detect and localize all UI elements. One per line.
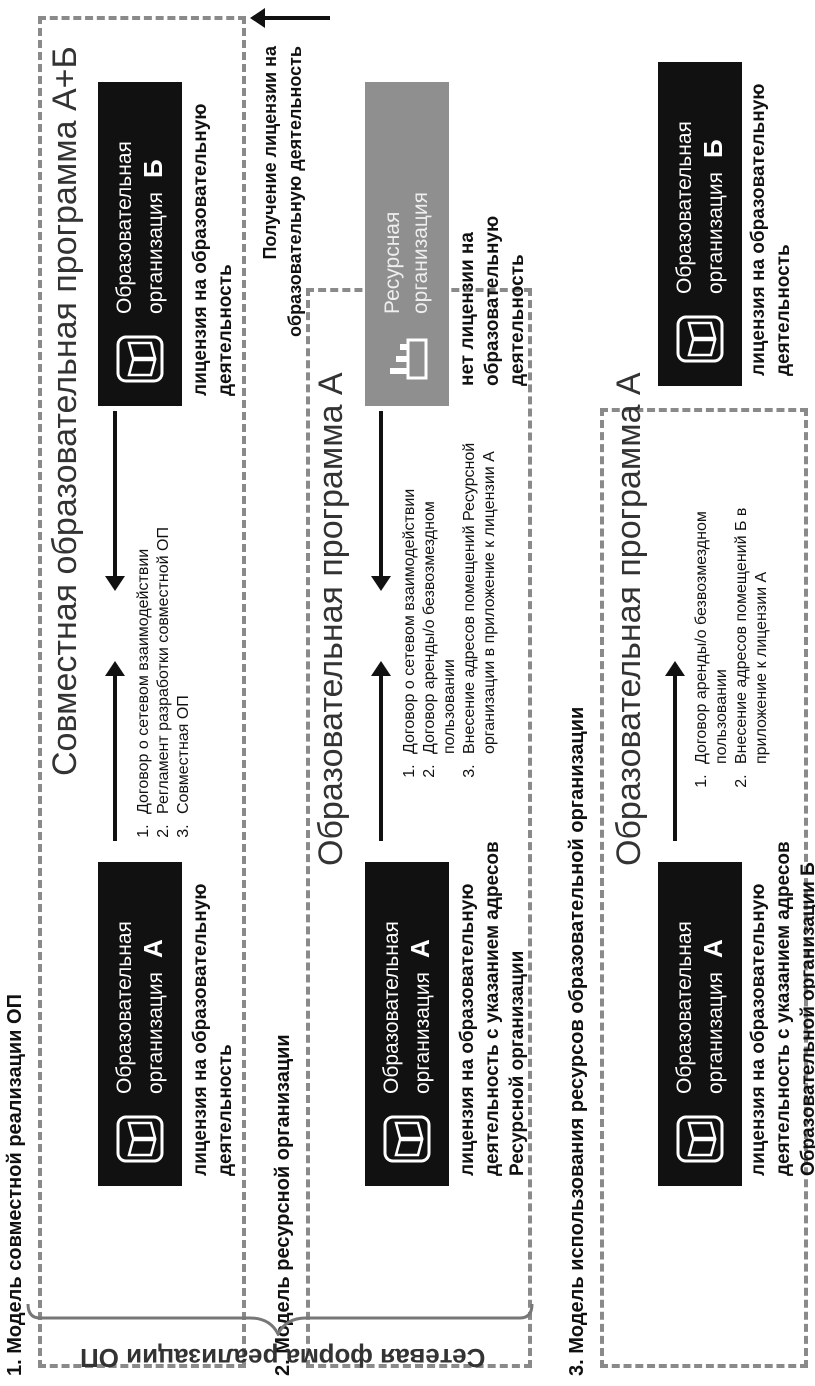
section1-left-note: лицензия на образовательную деятельность	[190, 883, 236, 1177]
resource-org-line1: Ресурсная	[381, 211, 404, 314]
network-form-group: Сетевая форма реализации ОП	[0, 1300, 815, 1386]
org-b-line1: Образовательная	[672, 121, 696, 294]
section2-item: Договор о сетевом взаимодействии	[400, 420, 420, 760]
section3-org-b: Образовательная организация Б	[658, 62, 742, 386]
section1-right-note: лицензия на образовательную деятельность	[190, 103, 236, 397]
arrow-up-icon	[250, 0, 335, 36]
section1-program-title: Совместная образовательная программа А+Б	[46, 46, 84, 776]
org-a-letter: А	[697, 939, 728, 958]
factory-icon	[378, 330, 436, 388]
section1-item: Совместная ОП	[174, 520, 194, 820]
book-icon	[111, 1110, 169, 1168]
org-b-line2: организация	[143, 191, 167, 314]
section3-item: Внесение адресов помещений Б в приложени…	[732, 430, 772, 770]
book-icon	[671, 1110, 729, 1168]
brace-icon	[26, 1303, 534, 1336]
section3-program-title: Образовательная программа А	[610, 372, 648, 866]
org-b-letter: Б	[697, 139, 728, 158]
book-icon	[671, 310, 729, 368]
org-a-letter: А	[137, 939, 168, 958]
org-a-line1: Образовательная	[379, 921, 403, 1094]
section2-right-note: нет лицензии на образовательную деятельн…	[457, 215, 528, 386]
section1-org-a: Образовательная организация А	[98, 862, 182, 1186]
section3-right-note: лицензия на образовательную деятельность	[748, 83, 794, 377]
arrow-right-icon	[660, 661, 695, 841]
org-a-line2: организация	[703, 971, 727, 1094]
book-icon	[111, 330, 169, 388]
arrow-right-icon	[366, 661, 401, 841]
org-a-line2: организация	[410, 971, 434, 1094]
section3-heading: 3. Модель использования ресурсов образов…	[566, 706, 588, 1376]
section2-item: Внесение адресов помещений Ресурсной орг…	[460, 420, 500, 760]
section2-program-title: Образовательная программа А	[312, 372, 350, 866]
org-a-line1: Образовательная	[112, 921, 136, 1094]
section2-left-note: лицензия на образовательную деятельность…	[457, 841, 528, 1176]
book-icon	[378, 1110, 436, 1168]
section1-items: Договор о сетевом взаимодействии Регламе…	[134, 520, 194, 846]
arrow-left-icon	[100, 411, 135, 591]
arrow-right-icon	[100, 661, 135, 841]
section1-item: Договор о сетевом взаимодействии	[134, 520, 154, 820]
section3-item: Договор аренды/о безвозмездном пользован…	[692, 430, 732, 770]
org-b-line2: организация	[703, 171, 727, 294]
side-label: Сетевая форма реализации ОП	[80, 1343, 486, 1373]
org-a-letter: А	[404, 939, 435, 958]
resource-org-line2: организация	[409, 191, 432, 314]
section2-org-a: Образовательная организация А	[365, 862, 449, 1186]
section1-item: Регламент разработки совместной ОП	[154, 520, 174, 820]
section3-org-a: Образовательная организация А	[658, 862, 742, 1186]
section2-items: Договор о сетевом взаимодействии Договор…	[400, 420, 500, 786]
section2-item: Договор аренды/о безвозмездном пользован…	[420, 420, 460, 760]
section3-items: Договор аренды/о безвозмездном пользован…	[692, 430, 772, 796]
license-arrow-label: Получение лицензии на образовательную де…	[260, 46, 305, 338]
org-a-line2: организация	[143, 971, 167, 1094]
org-a-line1: Образовательная	[672, 921, 696, 1094]
section1-org-b: Образовательная организация Б	[98, 82, 182, 406]
section3-left-note: лицензия на образовательную деятельность…	[748, 841, 815, 1176]
arrow-left-icon	[366, 411, 401, 591]
org-b-line1: Образовательная	[112, 141, 136, 314]
org-b-letter: Б	[137, 159, 168, 178]
